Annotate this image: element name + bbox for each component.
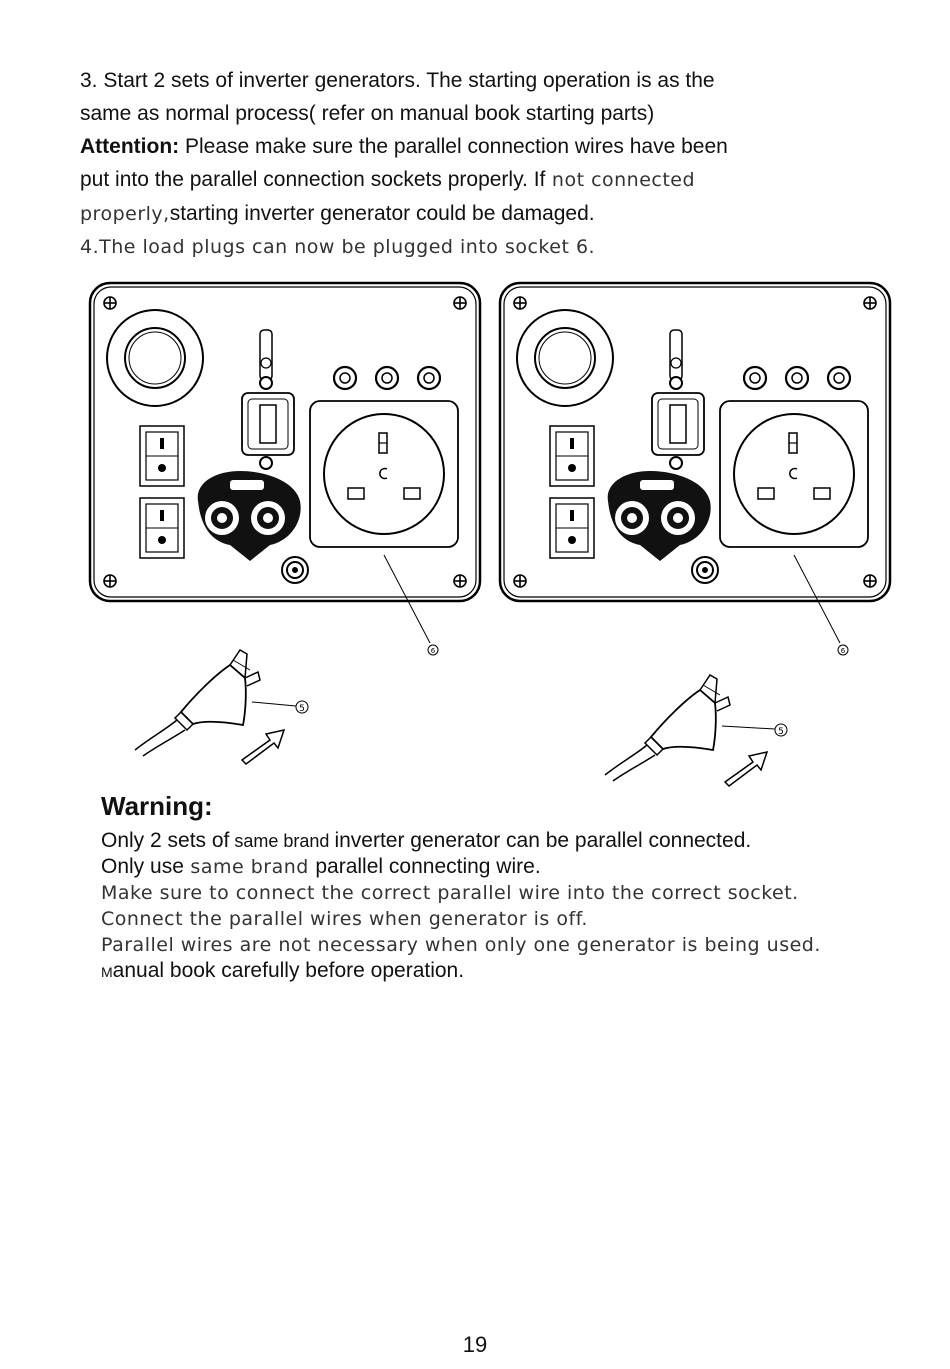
insert-arrow-right — [724, 751, 768, 787]
warning-title: Warning: — [101, 791, 213, 821]
warning-line-2a: Only use — [101, 855, 184, 878]
attention-label: Attention: — [80, 135, 180, 158]
warning-line-1c: inverter generator can be parallel conne… — [334, 829, 752, 852]
attention-text-3b: starting inverter generator could be dam… — [169, 202, 595, 225]
socket-leader-right — [793, 554, 841, 644]
parallel-connection-figure: 6 6 5 5 — [0, 272, 950, 787]
callout-6-left-text: 6 — [431, 647, 436, 655]
warning-line-1: Only 2 sets of same brand inverter gener… — [101, 828, 921, 854]
page-number: 19 — [462, 1332, 488, 1357]
callout-6-right — [837, 644, 849, 656]
warning-line-1b: same brand — [229, 831, 335, 851]
intro-text: 3. Start 2 sets of inverter generators. … — [80, 64, 880, 264]
insert-arrow-left — [241, 729, 285, 765]
load-plug-left — [134, 649, 261, 757]
attention-line-2: put into the parallel connection sockets… — [80, 163, 880, 197]
attention-text-2a: put into the parallel connection sockets… — [80, 168, 546, 191]
warning-line-2: Only use same brand parallel connecting … — [101, 854, 921, 880]
warning-line-2b: same brand — [183, 856, 316, 878]
attention-line-1: Attention: Please make sure the parallel… — [80, 130, 880, 163]
warning-line-5: Parallel wires are not necessary when on… — [101, 934, 821, 956]
step4-line: 4.The load plugs can now be plugged into… — [80, 236, 596, 258]
warning-line-6a: M — [101, 964, 113, 980]
step3-line-2: same as normal process( refer on manual … — [80, 102, 655, 125]
callout-6-left — [427, 644, 439, 656]
warning-line-4: Connect the parallel wires when generato… — [101, 908, 588, 930]
plug-leader-right — [721, 725, 776, 730]
warning-line-3: Make sure to connect the correct paralle… — [101, 882, 799, 904]
warning-line-1a: Only 2 sets of — [101, 829, 230, 852]
warning-section: Warning: Only 2 sets of same brand inver… — [101, 790, 921, 985]
callout-5-left — [295, 700, 309, 714]
load-plug-right — [604, 674, 731, 782]
attention-text-2b: not connected — [545, 169, 696, 191]
generator-panel-left — [90, 283, 480, 601]
step3-line-1: 3. Start 2 sets of inverter generators. … — [80, 69, 715, 92]
attention-line-3: properly,starting inverter generator cou… — [80, 197, 880, 231]
attention-text-3a: properly, — [80, 203, 170, 225]
generator-panel-right — [500, 283, 890, 601]
warning-line-2c: parallel connecting wire. — [315, 855, 541, 878]
warning-line-6b: anual book carefully before operation. — [112, 959, 465, 982]
callout-5-right — [774, 723, 788, 737]
callout-5-right-text: 5 — [778, 727, 784, 737]
warning-line-6: Manual book carefully before operation. — [101, 958, 921, 985]
callout-6-right-text: 6 — [841, 647, 846, 655]
callout-5-left-text: 5 — [299, 704, 305, 714]
plug-leader-left — [251, 701, 297, 707]
attention-text-1: Please make sure the parallel connection… — [179, 135, 728, 158]
socket-leader-left — [383, 554, 431, 644]
